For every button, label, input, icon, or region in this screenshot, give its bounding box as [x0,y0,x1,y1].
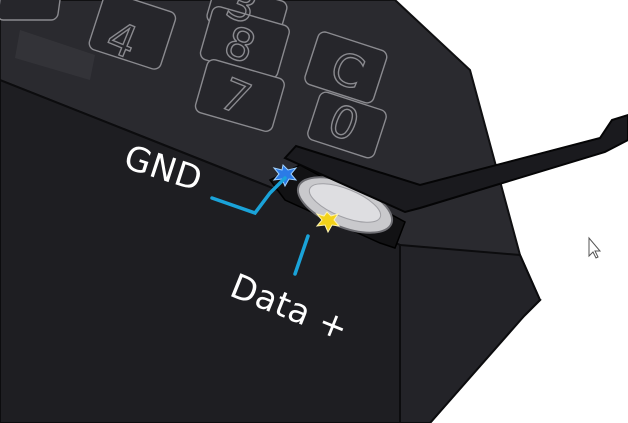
key-4 [88,0,177,70]
key-1 [0,0,62,21]
callout-line-data [293,234,310,276]
spark-data-icon [315,211,341,234]
mouse-cursor-icon [588,236,602,259]
key-c [304,31,388,104]
probe-arm [283,113,628,214]
housing-side-face [399,243,542,423]
callout-line-gnd [210,176,287,216]
keypad [0,0,388,159]
housing-reflection [15,30,95,80]
coin-contact-face [308,183,382,223]
key-7 [194,58,285,132]
key-0 [307,91,387,159]
spark-gnd-icon [272,163,298,188]
